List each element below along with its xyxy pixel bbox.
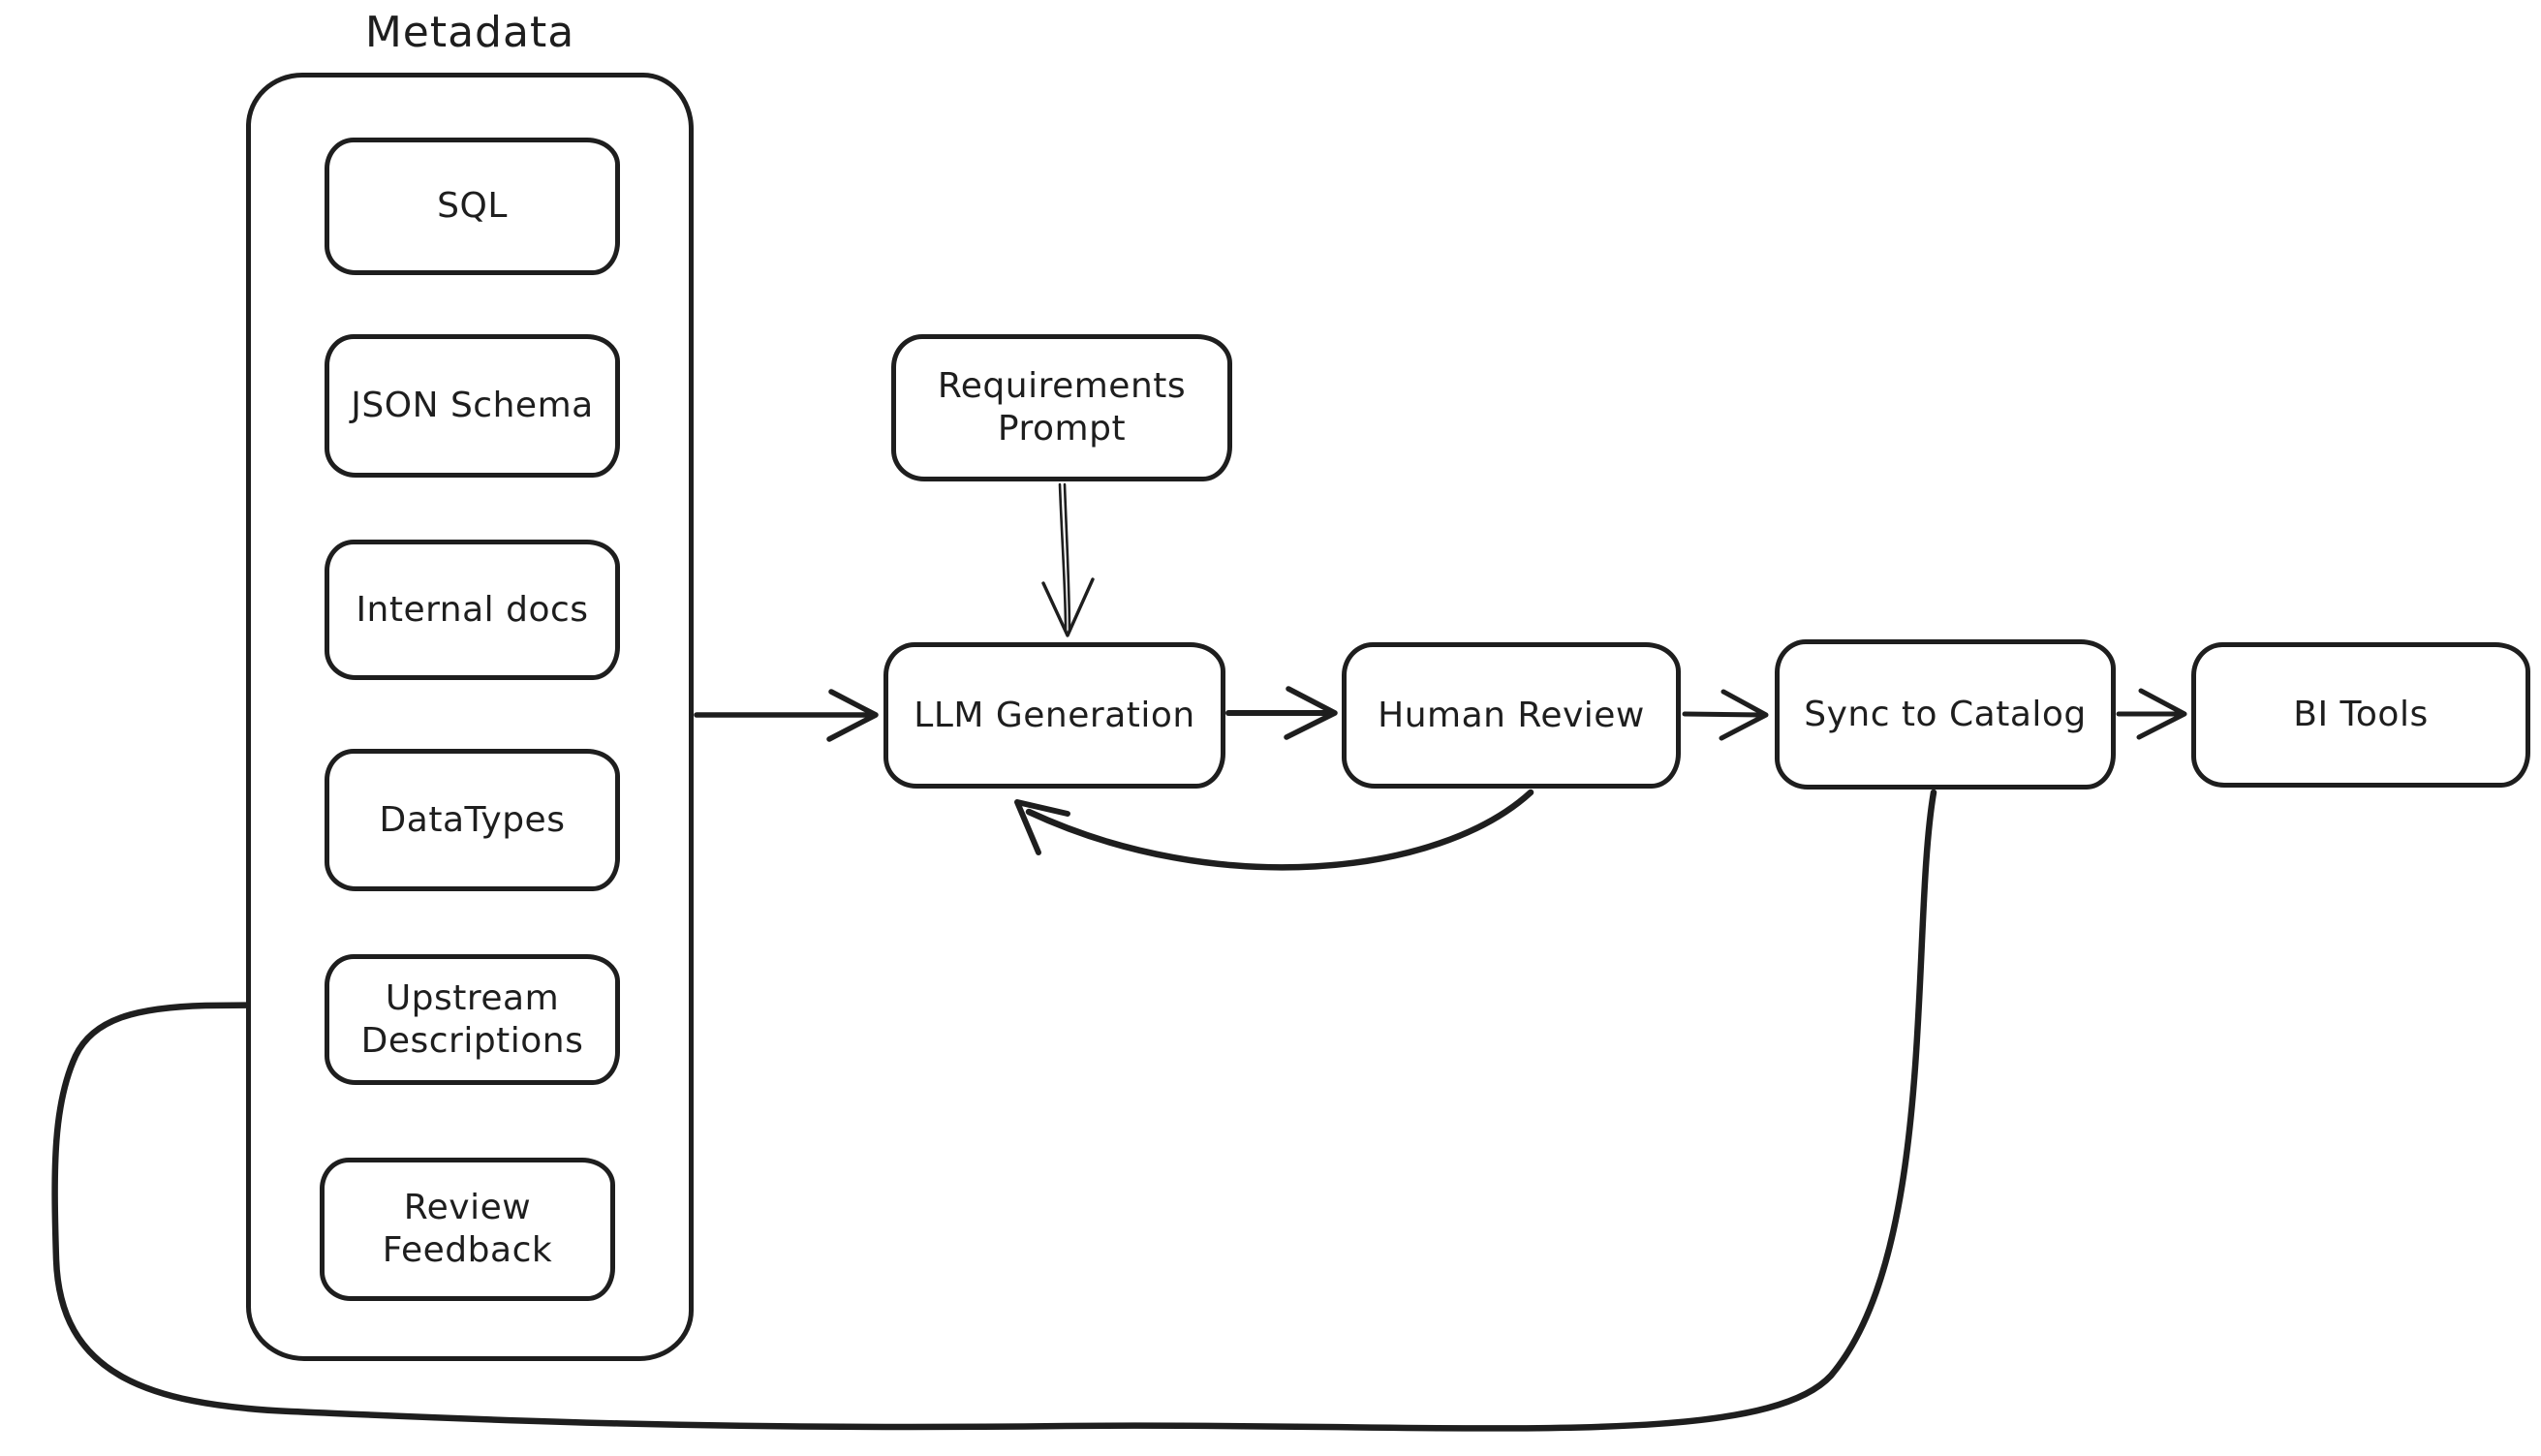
node-sync-to-catalog-label: Sync to Catalog xyxy=(1804,694,2087,734)
metadata-group-title: Metadata xyxy=(364,8,575,57)
edge-human-review-to-sync-to-catalog xyxy=(1682,689,1769,741)
edge-llm-generation-to-human-review xyxy=(1225,686,1338,740)
node-requirements-prompt-label: Requirements Prompt xyxy=(937,366,1187,449)
node-review-feedback: Review Feedback xyxy=(320,1158,615,1301)
node-datatypes-label: DataTypes xyxy=(379,799,566,840)
node-llm-generation-label: LLM Generation xyxy=(914,695,1195,735)
node-json-schema: JSON Schema xyxy=(325,334,620,478)
edge-sync-to-catalog-to-bi-tools xyxy=(2116,688,2187,740)
edge-requirements-prompt-to-llm-generation xyxy=(1041,482,1095,637)
node-llm-generation: LLM Generation xyxy=(883,642,1225,789)
edge-human-review-to-llm-generation-feedback xyxy=(1014,789,1534,871)
node-human-review: Human Review xyxy=(1342,642,1681,789)
node-upstream-descriptions-label: Upstream Descriptions xyxy=(360,977,584,1061)
node-upstream-descriptions: Upstream Descriptions xyxy=(325,954,620,1085)
node-sync-to-catalog: Sync to Catalog xyxy=(1775,639,2116,790)
node-sql-label: SQL xyxy=(437,186,508,227)
node-internal-docs-label: Internal docs xyxy=(356,589,589,630)
node-sql: SQL xyxy=(325,138,620,275)
node-json-schema-label: JSON Schema xyxy=(351,386,594,426)
node-internal-docs: Internal docs xyxy=(325,540,620,680)
metadata-group-box xyxy=(246,73,694,1361)
node-human-review-label: Human Review xyxy=(1378,695,1645,735)
node-review-feedback-label: Review Feedback xyxy=(382,1188,553,1270)
node-bi-tools-label: BI Tools xyxy=(2293,695,2429,735)
edge-metadata-to-llm-generation xyxy=(694,689,879,742)
node-requirements-prompt: Requirements Prompt xyxy=(891,334,1232,481)
node-datatypes: DataTypes xyxy=(325,749,620,891)
node-bi-tools: BI Tools xyxy=(2191,642,2530,788)
